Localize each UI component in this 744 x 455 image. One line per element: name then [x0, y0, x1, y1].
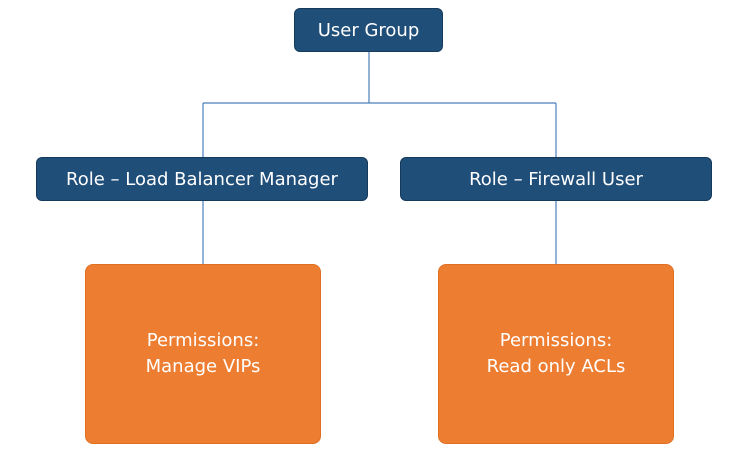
permissions-heading: Permissions: — [146, 330, 260, 351]
user-group-label: User Group — [317, 19, 420, 41]
permissions-load-balancer-node: Permissions: Manage VIPs — [85, 264, 321, 444]
role-firewall-user-label: Role – Firewall User — [469, 168, 643, 190]
role-load-balancer-manager-node: Role – Load Balancer Manager — [36, 157, 368, 201]
user-group-node: User Group — [294, 8, 443, 52]
role-load-balancer-manager-label: Role – Load Balancer Manager — [66, 168, 338, 190]
permissions-firewall-node: Permissions: Read only ACLs — [438, 264, 674, 444]
permissions-heading: Permissions: — [499, 330, 613, 351]
role-firewall-user-node: Role – Firewall User — [400, 157, 712, 201]
permissions-detail: Read only ACLs — [486, 356, 626, 377]
permissions-detail: Manage VIPs — [145, 356, 261, 377]
